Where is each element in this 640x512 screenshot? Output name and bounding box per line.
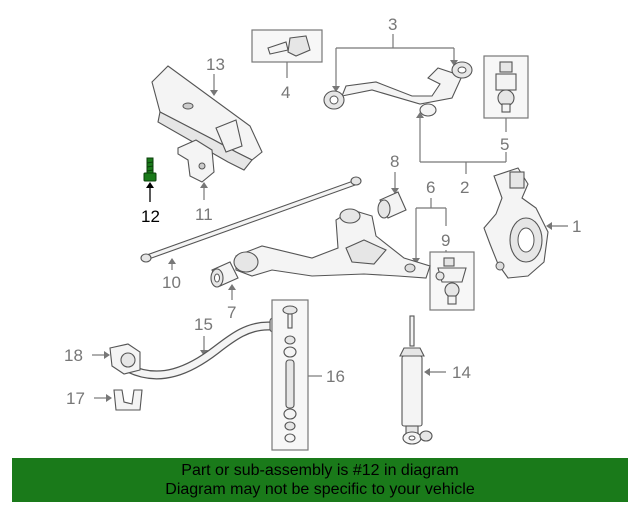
part-4-kit[interactable] [251,29,323,63]
label-18[interactable]: 18 [64,346,83,365]
label-5[interactable]: 5 [500,135,509,154]
label-6[interactable]: 6 [426,178,435,197]
part-18-bushing[interactable] [109,343,141,375]
label-11[interactable]: 11 [195,205,213,224]
label-1[interactable]: 1 [572,217,581,236]
info-banner: Part or sub-assembly is #12 in diagram D… [12,458,628,502]
label-3[interactable]: 3 [388,15,397,34]
label-17[interactable]: 17 [66,389,85,408]
part-7-bushing[interactable] [210,261,239,288]
part-6-lower-control-arm[interactable] [233,208,431,279]
part-14-shock-absorber[interactable] [399,315,433,445]
label-16[interactable]: 16 [326,367,345,386]
part-9-ball-joint[interactable] [429,251,475,311]
part-1-knuckle[interactable] [483,167,549,279]
callout-arrow-12 [146,182,154,188]
banner-line-1: Part or sub-assembly is #12 in diagram [181,462,459,479]
label-2[interactable]: 2 [460,178,469,197]
part-17-clamp[interactable] [113,389,143,411]
part-12-bolt[interactable] [143,157,157,182]
label-10[interactable]: 10 [162,273,181,292]
part-11-bracket[interactable] [177,139,215,183]
part-13-crossmember[interactable] [151,65,263,171]
label-12[interactable]: 12 [141,207,160,226]
part-10-rod[interactable] [140,176,362,263]
label-13[interactable]: 13 [206,55,225,74]
part-8-bushing[interactable] [377,191,407,219]
part-5-ball-joint[interactable] [483,55,529,119]
label-9[interactable]: 9 [441,231,450,250]
label-14[interactable]: 14 [452,363,471,382]
label-7[interactable]: 7 [227,303,236,322]
banner-line-2: Diagram may not be specific to your vehi… [165,481,475,498]
label-8[interactable]: 8 [390,152,399,171]
part-3-upper-control-arm[interactable] [323,61,473,117]
parts-diagram: 12 13 11 4 3 [64,15,581,451]
label-15[interactable]: 15 [194,315,213,334]
part-16-link-kit[interactable] [271,299,309,451]
label-4[interactable]: 4 [281,83,290,102]
